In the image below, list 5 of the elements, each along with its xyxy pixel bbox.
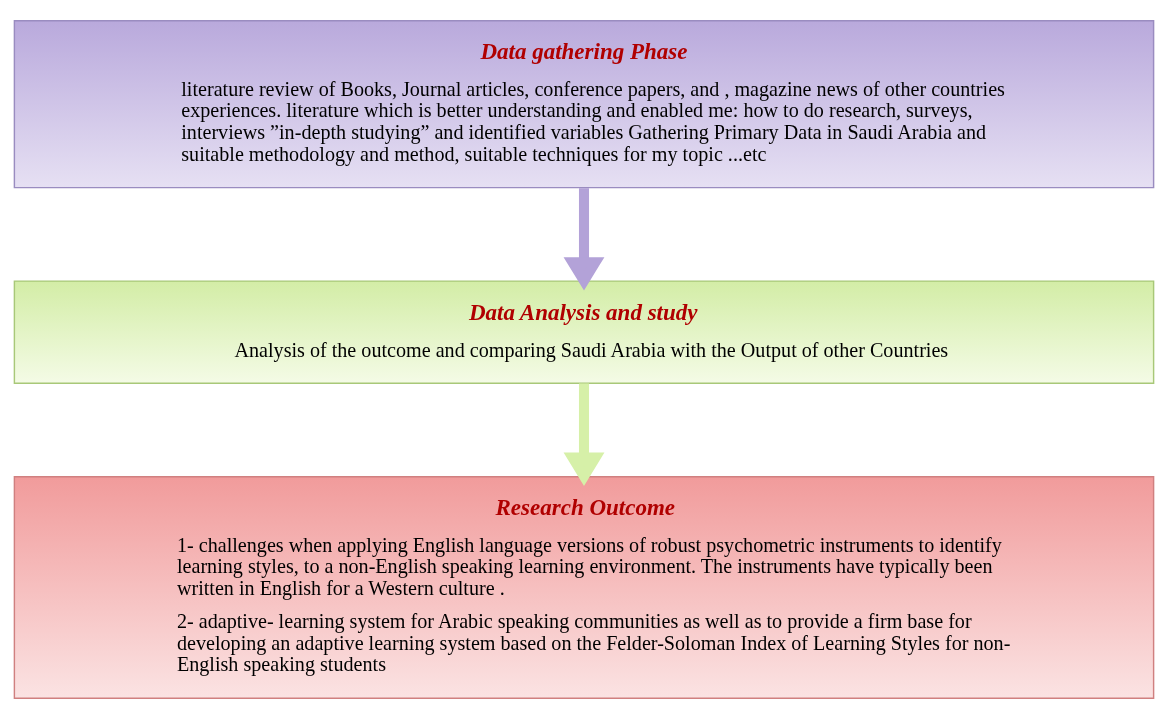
arrow [563, 187, 605, 291]
node-box: Data gathering Phase literature review of Books, Journal articles, conference papers, and , magazine news of other countries experiences. literature which is better understanding and enabled me: how to do research, surveys, interviews ”in-depth studying” and identified variables Gathering Primary Data in Saudi Arabia and suitable methodology and method, suitable techniques for my topic ...etc [13, 19, 1155, 188]
node-box: Research Outcome 1- challenges when applying English language versions of robust psychometric instruments to identify learning styles, to a non-English speaking learning environment. The instruments have typically been written in English for a Western culture . 2- adaptive- learning system for Arabic speaking communities as well as to provide a firm base for developing an adaptive learning system based on the Felder-Soloman Index of Learning Styles for non-English speaking students [13, 475, 1155, 699]
node-box: Data Analysis and study Analysis of the outcome and comparing Saudi Arabia with the Output of other Countries [13, 279, 1155, 384]
arrow [563, 383, 605, 486]
